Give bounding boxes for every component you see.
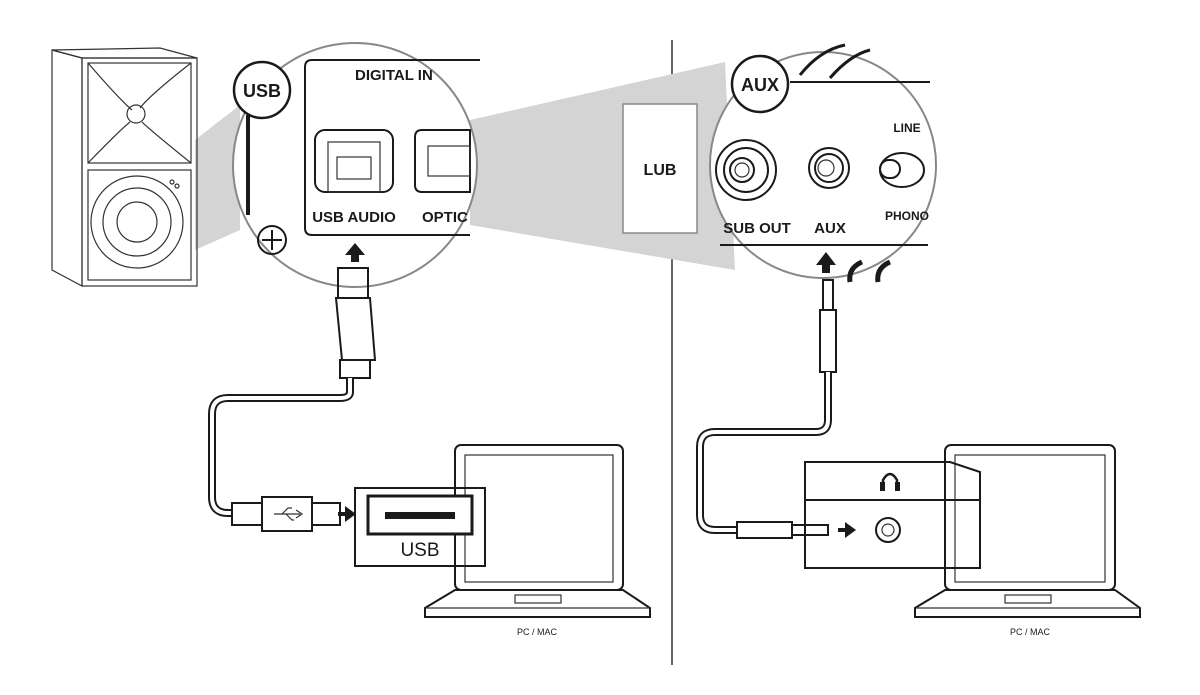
usb-symbol-icon	[274, 507, 304, 521]
phono-label: PHONO	[885, 209, 929, 223]
arrow-right-icon	[338, 506, 356, 522]
zoom-wedge-left	[195, 105, 240, 250]
arrow-up-icon	[816, 252, 836, 273]
usb-audio-label: USB AUDIO	[312, 209, 396, 226]
usb-port-label: USB	[400, 540, 439, 561]
lub-label: LUB	[644, 162, 677, 179]
headphones-icon	[881, 472, 899, 490]
pc-mac-label-right: PC / MAC	[1010, 627, 1051, 637]
optical-label: OPTIC	[422, 209, 468, 226]
laptop-right	[914, 444, 1141, 618]
aux-cable	[696, 279, 856, 539]
speaker	[51, 47, 198, 287]
usb-port-box	[354, 487, 486, 567]
line-label: LINE	[893, 121, 920, 135]
usb-cable	[208, 267, 377, 532]
aux-badge	[730, 54, 790, 114]
headphone-jack	[875, 517, 901, 543]
pc-mac-label-left: PC / MAC	[517, 627, 558, 637]
usb-badge-label: USB	[243, 81, 281, 101]
arrow-up-icon	[345, 243, 365, 262]
usb-badge	[232, 60, 292, 120]
digital-in-label: DIGITAL IN	[355, 67, 433, 84]
aux-port-label: AUX	[814, 220, 846, 237]
lub-device	[622, 103, 698, 234]
headphone-port-panel	[804, 461, 981, 569]
arrow-right-icon	[838, 522, 856, 538]
magnifier-usb: DIGITAL IN USB AUDIO OPTIC	[232, 42, 480, 288]
aux-badge-label: AUX	[741, 75, 779, 95]
sub-out-label: SUB OUT	[723, 220, 791, 237]
